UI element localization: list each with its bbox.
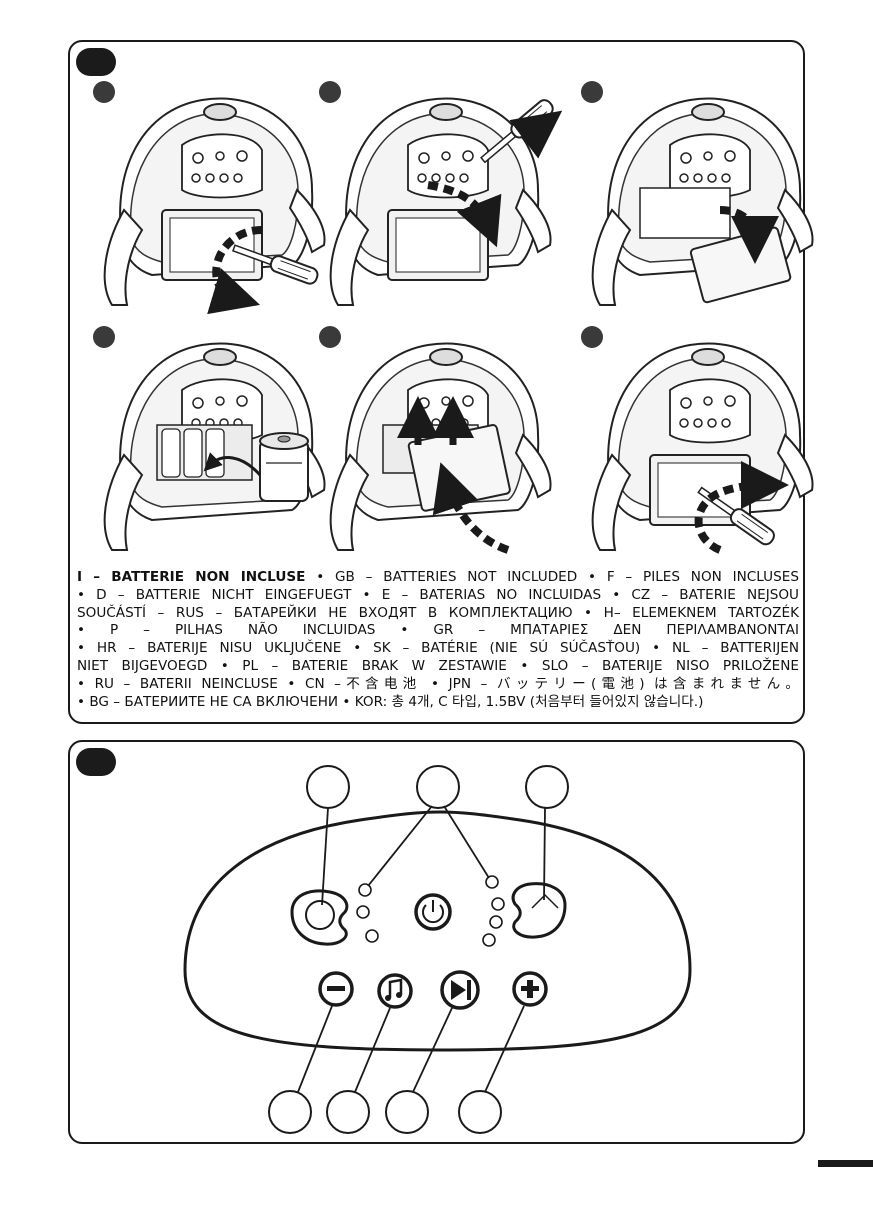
- callout-circle: [306, 765, 350, 809]
- step-3-remove-cover: [581, 81, 814, 306]
- notice-text: • D – BATTERIE NICHT EINGEFUEGT • E – BA…: [77, 586, 799, 603]
- callout-circle: [268, 1090, 312, 1134]
- notice-line: I – BATTERIE NON INCLUSE • GB – BATTERIE…: [77, 569, 799, 587]
- step-number-dot: [319, 326, 341, 348]
- callout-circle: [326, 1090, 370, 1134]
- indicator-led: [365, 929, 379, 943]
- mode-button[interactable]: [290, 889, 349, 946]
- callout-circle: [525, 765, 569, 809]
- notice-text: I – BATTERIE NON INCLUSE: [77, 569, 306, 585]
- callout-circle: [458, 1090, 502, 1134]
- light-button[interactable]: [511, 882, 567, 939]
- step-2-pry-cover: [319, 81, 563, 306]
- notice-line: • BG – БАТЕРИИТЕ НЕ СА ВКЛЮЧЕНИ • KOR: 총…: [77, 694, 799, 712]
- callout-circle: [385, 1090, 429, 1134]
- batteries-not-included-notice: I – BATTERIE NON INCLUSE • GB – BATTERIE…: [77, 569, 799, 711]
- music-note-icon: [388, 978, 403, 998]
- notice-text: NIET BIJGEVOEGD • PL – BATERIE BRAK W ZE…: [77, 657, 799, 674]
- next-icon: [451, 980, 466, 1000]
- step-4-insert-batteries: [93, 326, 326, 551]
- notice-line: • RU – BATERII NEINCLUSE • CN –不含电池 • JP…: [77, 676, 799, 694]
- callout-circle: [416, 765, 460, 809]
- notice-text: SOUČÁSTÍ – RUS – БАТАРЕЙКИ НЕ ВХОДЯТ В К…: [77, 604, 799, 621]
- step-number-dot: [581, 326, 603, 348]
- notice-text: • RU – BATERII NEINCLUSE • CN –不含电池 • JP…: [77, 675, 799, 692]
- dashed-arrow-icon: [719, 206, 779, 264]
- notice-text: • P – PILHAS NÃO INCLUIDAS • GR – ΜΠΑΤΑΡ…: [77, 622, 799, 639]
- c-battery-icon: [259, 432, 309, 502]
- indicator-led: [485, 875, 499, 889]
- step-number-dot: [581, 81, 603, 103]
- step-number-dot: [319, 81, 341, 103]
- step-5-replace-cover: [319, 326, 552, 554]
- step-number-dot: [93, 326, 115, 348]
- notice-text: • HR – BATERIJE NISU UKLJUČENE • SK – BA…: [77, 640, 799, 657]
- page-footer-bar: [818, 1160, 873, 1167]
- minus-icon: [327, 986, 345, 991]
- light-icon: [531, 893, 559, 909]
- indicator-led: [491, 897, 505, 911]
- indicator-led: [482, 933, 496, 947]
- dashed-arrow-icon: [432, 462, 510, 554]
- notice-line: SOUČÁSTÍ – RUS – БАТАРЕЙКИ НЕ ВХОДЯТ В К…: [77, 605, 799, 623]
- indicator-led: [356, 905, 370, 919]
- leader-lines: [297, 805, 546, 1093]
- section-tag: [76, 748, 116, 776]
- notice-text: • GB – BATTERIES NOT INCLUDED • F – PILE…: [305, 569, 799, 585]
- mode-icon: [305, 900, 335, 930]
- indicator-led: [489, 915, 503, 929]
- music-button[interactable]: [377, 973, 413, 1009]
- step-number-dot: [93, 81, 115, 103]
- dashed-arrow-icon: [427, 181, 502, 248]
- notice-line: • HR – BATERIJE NISU UKLJUČENE • SK – BA…: [77, 640, 799, 658]
- notice-line: • D – BATTERIE NICHT EINGEFUEGT • E – BA…: [77, 587, 799, 605]
- arrow-icon: [203, 452, 262, 477]
- power-icon: [422, 904, 444, 924]
- control-panel: [183, 765, 692, 1134]
- dashed-arrow-icon: [694, 461, 789, 554]
- indicator-led: [358, 883, 372, 897]
- section-tag: [76, 48, 116, 76]
- arrow-icon: [509, 110, 563, 159]
- step-1-remove-screw: [93, 81, 326, 315]
- step-6-tighten-screw: [581, 326, 814, 554]
- notice-line: • P – PILHAS NÃO INCLUIDAS • GR – ΜΠΑΤΑΡ…: [77, 622, 799, 640]
- notice-text: • BG – БАТЕРИИТЕ НЕ СА ВКЛЮЧЕНИ • KOR: 총…: [77, 693, 704, 710]
- notice-line: NIET BIJGEVOEGD • PL – BATERIE BRAK W ZE…: [77, 658, 799, 676]
- dashed-arrow-icon: [207, 226, 263, 315]
